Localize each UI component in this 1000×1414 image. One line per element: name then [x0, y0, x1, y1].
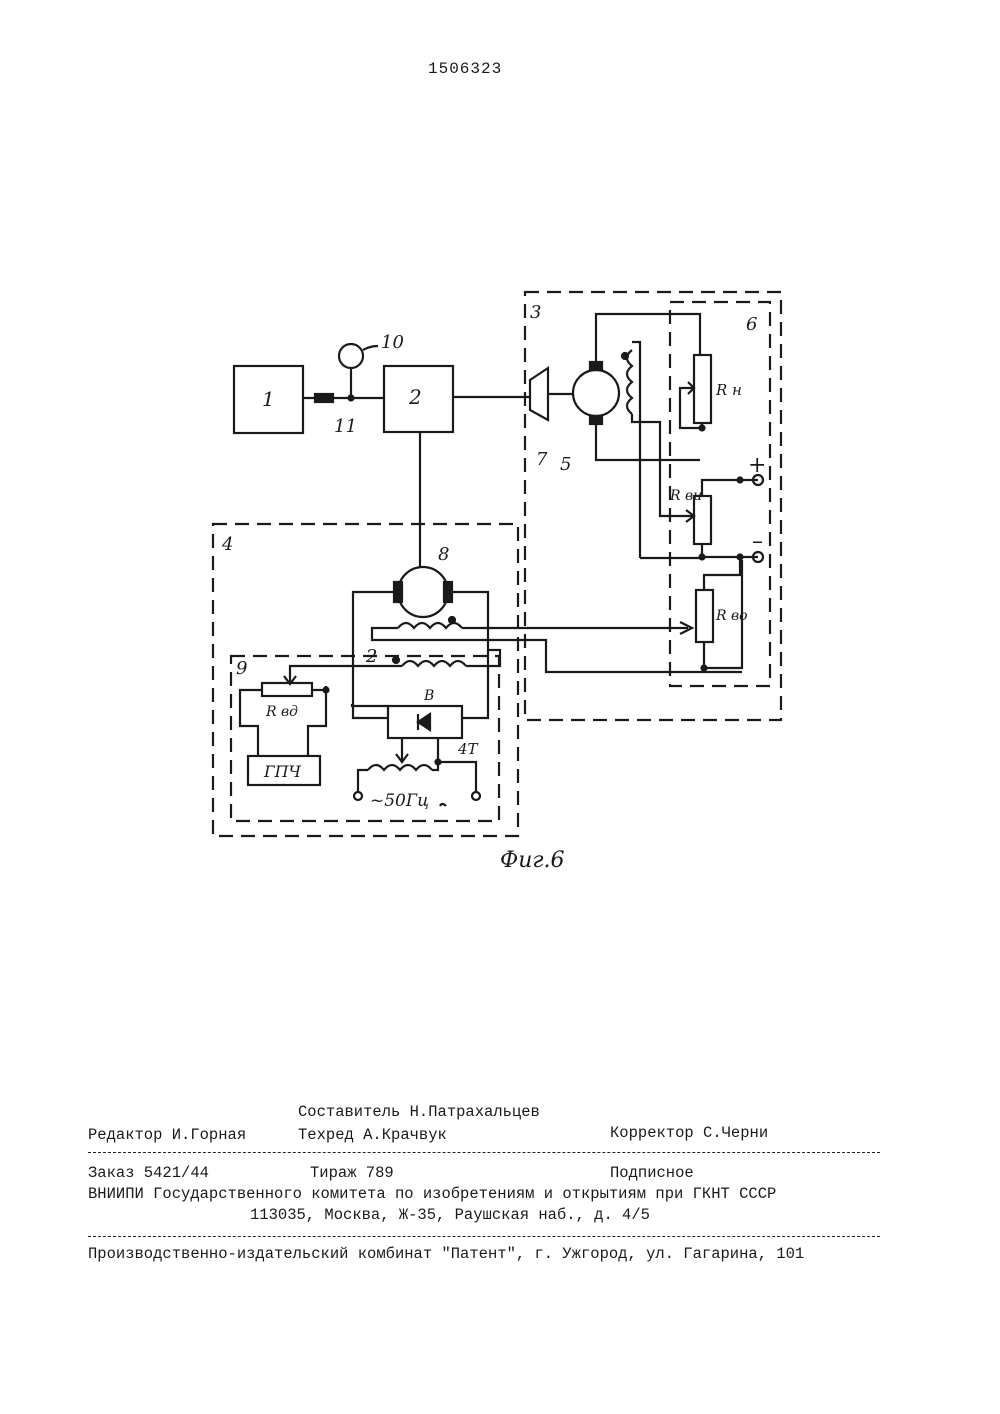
- podpisnoe: Подписное: [610, 1164, 694, 1182]
- redaktor: Редактор И.Горная: [88, 1126, 246, 1144]
- vniipi: ВНИИПИ Государственного комитета по изоб…: [88, 1185, 776, 1203]
- tehred: Техред А.Крачвук: [298, 1126, 447, 1144]
- divider-1: [88, 1152, 880, 1153]
- zakaz: Заказ 5421/44: [88, 1164, 209, 1182]
- korrektor: Корректор С.Черни: [610, 1124, 768, 1142]
- sostavitel: Составитель Н.Патрахальцев: [298, 1103, 540, 1121]
- kombinat: Производственно-издательский комбинат "П…: [88, 1245, 804, 1263]
- tirazh: Тираж 789: [310, 1164, 394, 1182]
- address: 113035, Москва, Ж-35, Раушская наб., д. …: [250, 1206, 650, 1224]
- divider-2: [88, 1236, 880, 1237]
